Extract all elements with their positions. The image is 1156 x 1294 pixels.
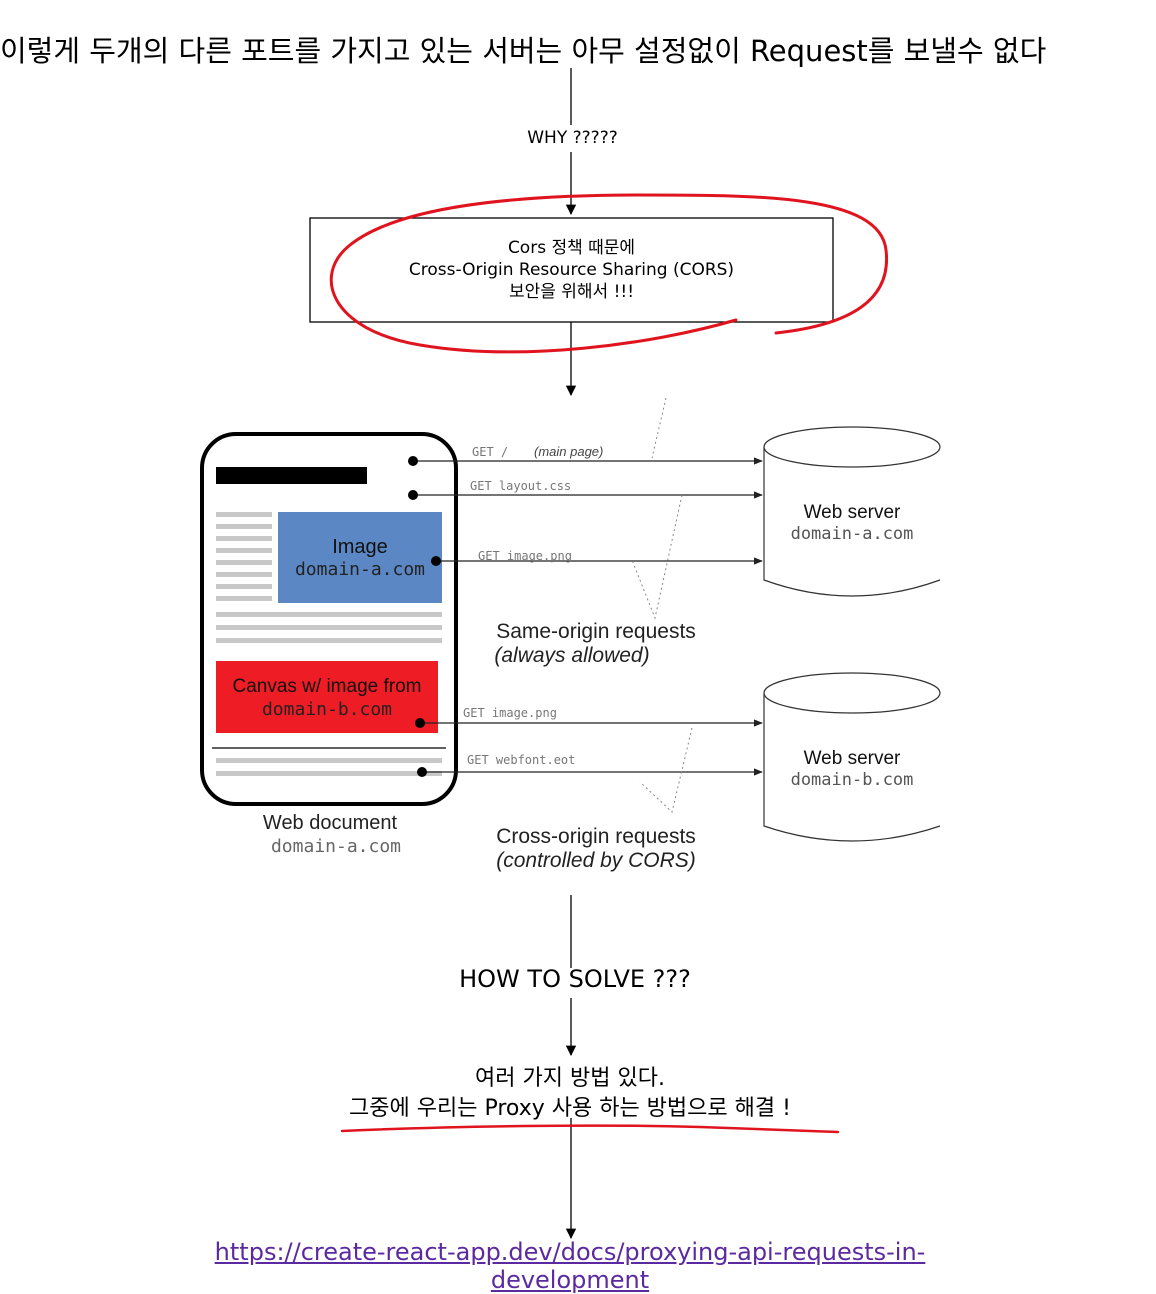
ways-line-2: 그중에 우리는 Proxy 사용 하는 방법으로 해결 ! [349, 1096, 791, 1121]
image-block-title: Image [332, 536, 388, 558]
image-block-domain: domain-a.com [295, 559, 425, 580]
server-b-domain: domain-b.com [791, 770, 914, 790]
server-a-domain: domain-a.com [791, 524, 914, 544]
canvas-block-title: Canvas w/ image from [232, 676, 421, 697]
request-label-image-b: GET image.png [463, 706, 557, 720]
web-server-b-cylinder [763, 672, 941, 842]
cors-box-line1: Cors 정책 때문에 [507, 238, 636, 258]
dotted-bracket-lines [631, 397, 693, 813]
why-label: WHY ????? [527, 128, 618, 148]
web-document-domain: domain-a.com [271, 836, 401, 857]
request-label-webfont: GET webfont.eot [467, 753, 575, 767]
server-b-title: Web server [804, 748, 901, 769]
red-annotation-underline [340, 1124, 840, 1134]
cors-box-text: Cors 정책 때문에 Cross-Origin Resource Sharin… [310, 237, 833, 303]
image-block [278, 512, 442, 603]
cors-box-line3: 보안을 위해서 !!! [508, 282, 635, 302]
request-label-get-root: GET / [472, 445, 508, 459]
docs-link[interactable]: https://create-react-app.dev/docs/proxyi… [214, 1238, 926, 1294]
cors-box-line2: Cross-Origin Resource Sharing (CORS) [408, 260, 735, 280]
cross-origin-note: (controlled by CORS) [496, 849, 696, 872]
web-document-header-bar [216, 467, 367, 484]
request-origin-dots [408, 456, 441, 777]
request-label-main-page: (main page) [534, 444, 603, 459]
server-a-title: Web server [804, 502, 901, 523]
page-heading: 이렇게 두개의 다른 포트를 가지고 있는 서버는 아무 설정없이 Reques… [0, 34, 1047, 68]
request-arrows [413, 457, 763, 776]
red-annotation-ellipse [329, 193, 889, 354]
cross-origin-label: Cross-origin requests [496, 825, 696, 848]
how-to-solve-label: HOW TO SOLVE ??? [459, 965, 691, 993]
canvas-block-domain: domain-b.com [262, 699, 392, 720]
web-server-a-cylinder [763, 426, 941, 597]
request-label-layout-css: GET layout.css [470, 479, 571, 493]
web-document-text-lines [216, 512, 442, 776]
same-origin-label: Same-origin requests [496, 620, 696, 643]
request-label-image-a: GET image.png [478, 549, 572, 563]
same-origin-note: (always allowed) [494, 644, 649, 667]
web-document-title: Web document [263, 812, 398, 834]
canvas-block [216, 661, 438, 733]
ways-line-1: 여러 가지 방법 있다. [475, 1066, 665, 1091]
